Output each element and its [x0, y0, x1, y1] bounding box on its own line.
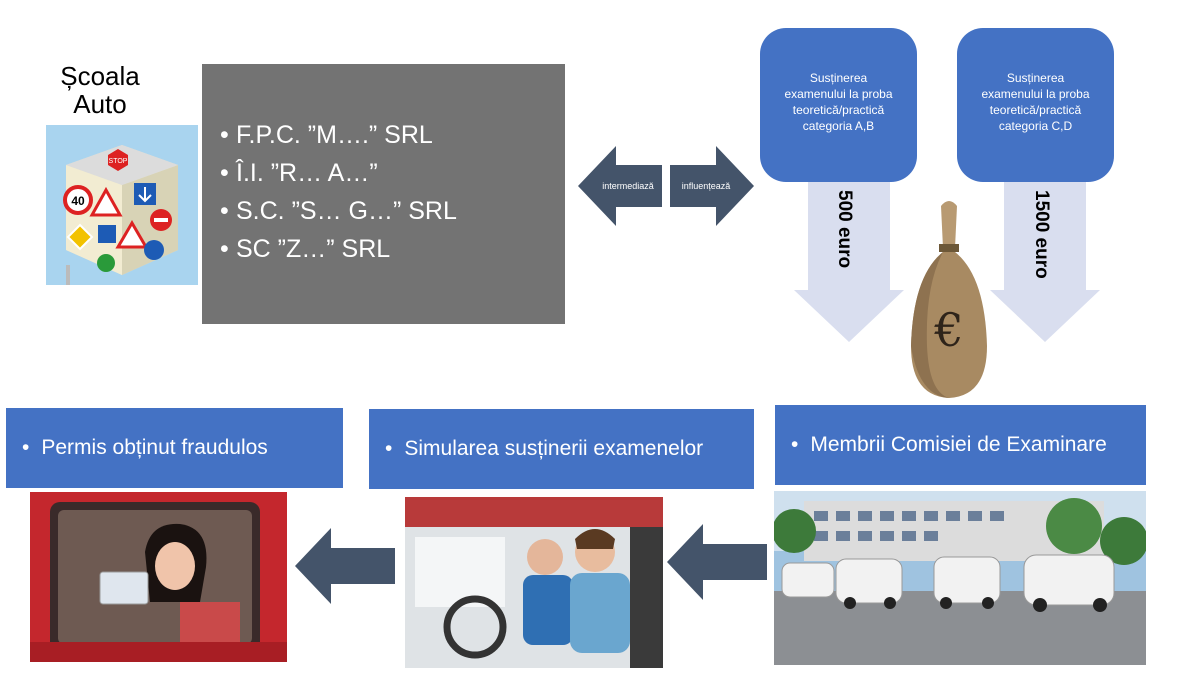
svg-text:STOP: STOP [109, 158, 128, 165]
company-name: Î.I. ”R… A…” [236, 159, 378, 187]
exam-cd-line: teoretică/practică [989, 103, 1082, 117]
sign-40-icon: 40 [63, 185, 93, 215]
driver-license-photo [30, 492, 287, 662]
traffic-sign-cube-image: 40 STOP [46, 125, 198, 285]
price-ab-label: 500 euro [834, 190, 855, 269]
banner-membri: • Membrii Comisiei de Examinare [775, 405, 1146, 485]
company-name: S.C. ”S… G…” SRL [236, 197, 457, 225]
down-arrow-ab [794, 182, 904, 342]
company-name: F.P.C. ”M….” SRL [236, 121, 433, 149]
company-item: •F.P.C. ”M….” SRL [220, 116, 457, 154]
companies-list: •F.P.C. ”M….” SRL •Î.I. ”R… A…” •S.C. ”S… [220, 116, 457, 268]
exam-cd-line: examenului la proba [981, 87, 1090, 101]
influenteaza-label: influențează [682, 181, 731, 191]
exam-ab-line: examenului la proba [784, 87, 893, 101]
banner-simulare-text: Simularea susținerii examenelor [404, 437, 704, 460]
right-arrow-shape [670, 146, 754, 226]
price-cd-label: 1500 euro [1031, 190, 1052, 279]
companies-box: •F.P.C. ”M….” SRL •Î.I. ”R… A…” •S.C. ”S… [202, 64, 565, 324]
police-building-photo [774, 491, 1146, 665]
exam-ab-line: teoretică/practică [792, 103, 885, 117]
intermediaza-label: intermediază [602, 181, 654, 191]
school-title-line1: Școala [60, 61, 140, 91]
bullet-icon: • [220, 121, 229, 149]
bullet-icon: • [791, 433, 799, 456]
banner-permis: • Permis obținut fraudulos [6, 408, 343, 488]
bullet-icon: • [220, 159, 229, 187]
banner-simulare: • Simularea susținerii examenelor [369, 409, 754, 489]
down-arrow-cd [990, 182, 1100, 342]
driving-exam-photo [405, 497, 663, 668]
money-bag-icon: € [911, 201, 987, 398]
exam-cd-line: Susținerea [1006, 71, 1065, 85]
company-item: •Î.I. ”R… A…” [220, 154, 457, 192]
exam-cd-line: categoria C,D [998, 119, 1073, 133]
exam-ab-line: Susținerea [809, 71, 868, 85]
bullet-icon: • [385, 437, 393, 460]
company-item: •S.C. ”S… G…” SRL [220, 192, 457, 230]
double-arrow: intermediază influențează [578, 146, 754, 226]
school-title: Școala Auto [40, 62, 160, 118]
banner-permis-text: Permis obținut fraudulos [41, 436, 268, 459]
bullet-icon: • [220, 197, 229, 225]
svg-text:40: 40 [71, 194, 85, 208]
company-name: SC ”Z…” SRL [236, 235, 391, 263]
left-arrow-simulare [667, 524, 767, 600]
bullet-icon: • [22, 436, 30, 459]
exam-ab-line: categoria A,B [802, 119, 875, 133]
left-arrow-shape [578, 146, 662, 226]
bullet-icon: • [220, 235, 229, 263]
exam-box-cd: Susținerea examenului la proba teoretică… [957, 28, 1114, 182]
company-item: •SC ”Z…” SRL [220, 230, 457, 268]
banner-membri-text: Membrii Comisiei de Examinare [810, 433, 1107, 456]
euro-symbol: € [933, 303, 963, 357]
left-arrow-permis [295, 528, 395, 604]
exam-box-ab: Susținerea examenului la proba teoretică… [760, 28, 917, 182]
school-title-line2: Auto [73, 89, 127, 119]
